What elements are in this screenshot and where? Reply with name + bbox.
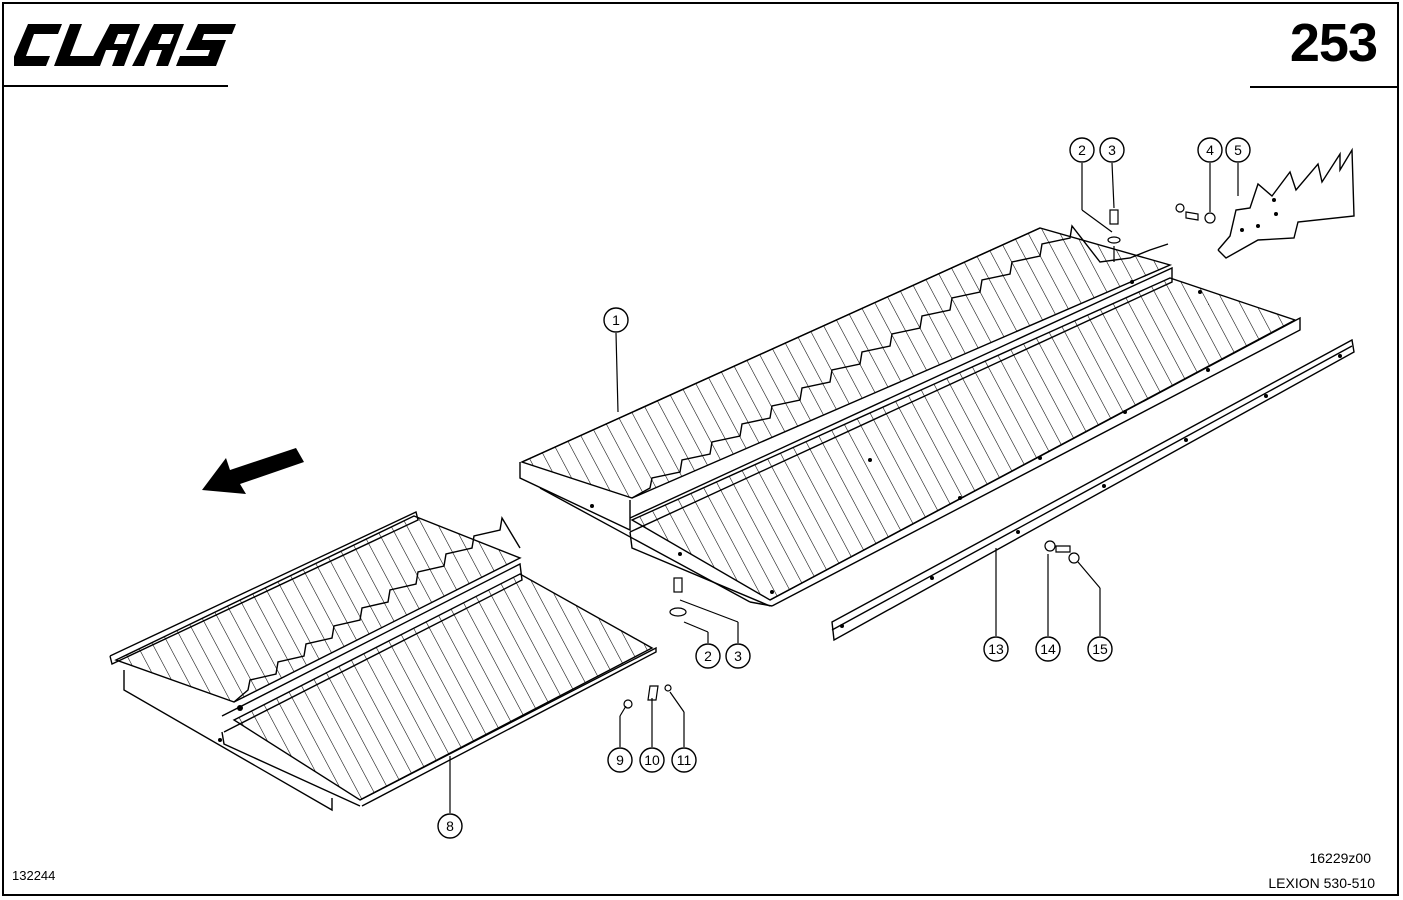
callout-10: 10	[639, 747, 665, 773]
callout-3-top: 3	[1099, 137, 1125, 163]
callout-8: 8	[437, 813, 463, 839]
svg-text:11: 11	[677, 752, 692, 768]
header-rule-left	[2, 85, 228, 87]
callout-14: 14	[1035, 636, 1061, 662]
fasteners	[623, 203, 1216, 709]
image-code: 132244	[12, 868, 56, 883]
leader-lines	[449, 162, 1239, 813]
callout-11: 11	[671, 747, 697, 773]
side-strip	[831, 338, 1355, 642]
svg-text:3: 3	[1108, 142, 1116, 158]
callout-2-mid: 2	[695, 643, 721, 669]
callouts: 1 2 3 4 5 2 3 13 14 15 9 10 11 8	[437, 137, 1251, 839]
page-number: 253	[1289, 13, 1378, 73]
svg-text:3: 3	[734, 648, 742, 664]
header-rule-right	[1250, 86, 1398, 88]
svg-text:14: 14	[1040, 641, 1056, 657]
svg-text:8: 8	[446, 818, 454, 834]
svg-text:13: 13	[988, 641, 1004, 657]
claas-logo	[14, 24, 236, 66]
main-sieve-pan	[519, 224, 1301, 607]
svg-text:10: 10	[644, 752, 660, 768]
front-sieve-pan	[109, 511, 657, 812]
svg-text:15: 15	[1092, 641, 1108, 657]
callout-3-mid: 3	[725, 643, 751, 669]
svg-text:4: 4	[1206, 142, 1214, 158]
drawing-code: 16229z00	[1309, 850, 1371, 866]
arrow-left-down-icon	[202, 448, 304, 494]
svg-text:9: 9	[616, 752, 624, 768]
svg-text:1: 1	[612, 312, 620, 328]
model-name: LEXION 530-510	[1268, 875, 1375, 891]
callout-4: 4	[1197, 137, 1223, 163]
callout-2-top: 2	[1069, 137, 1095, 163]
svg-text:2: 2	[704, 648, 712, 664]
toothed-plate	[1217, 147, 1355, 259]
svg-text:5: 5	[1234, 142, 1242, 158]
callout-9: 9	[607, 747, 633, 773]
callout-13: 13	[983, 636, 1009, 662]
callout-1: 1	[603, 307, 629, 333]
callout-15: 15	[1087, 636, 1113, 662]
callout-5: 5	[1225, 137, 1251, 163]
svg-text:2: 2	[1078, 142, 1086, 158]
